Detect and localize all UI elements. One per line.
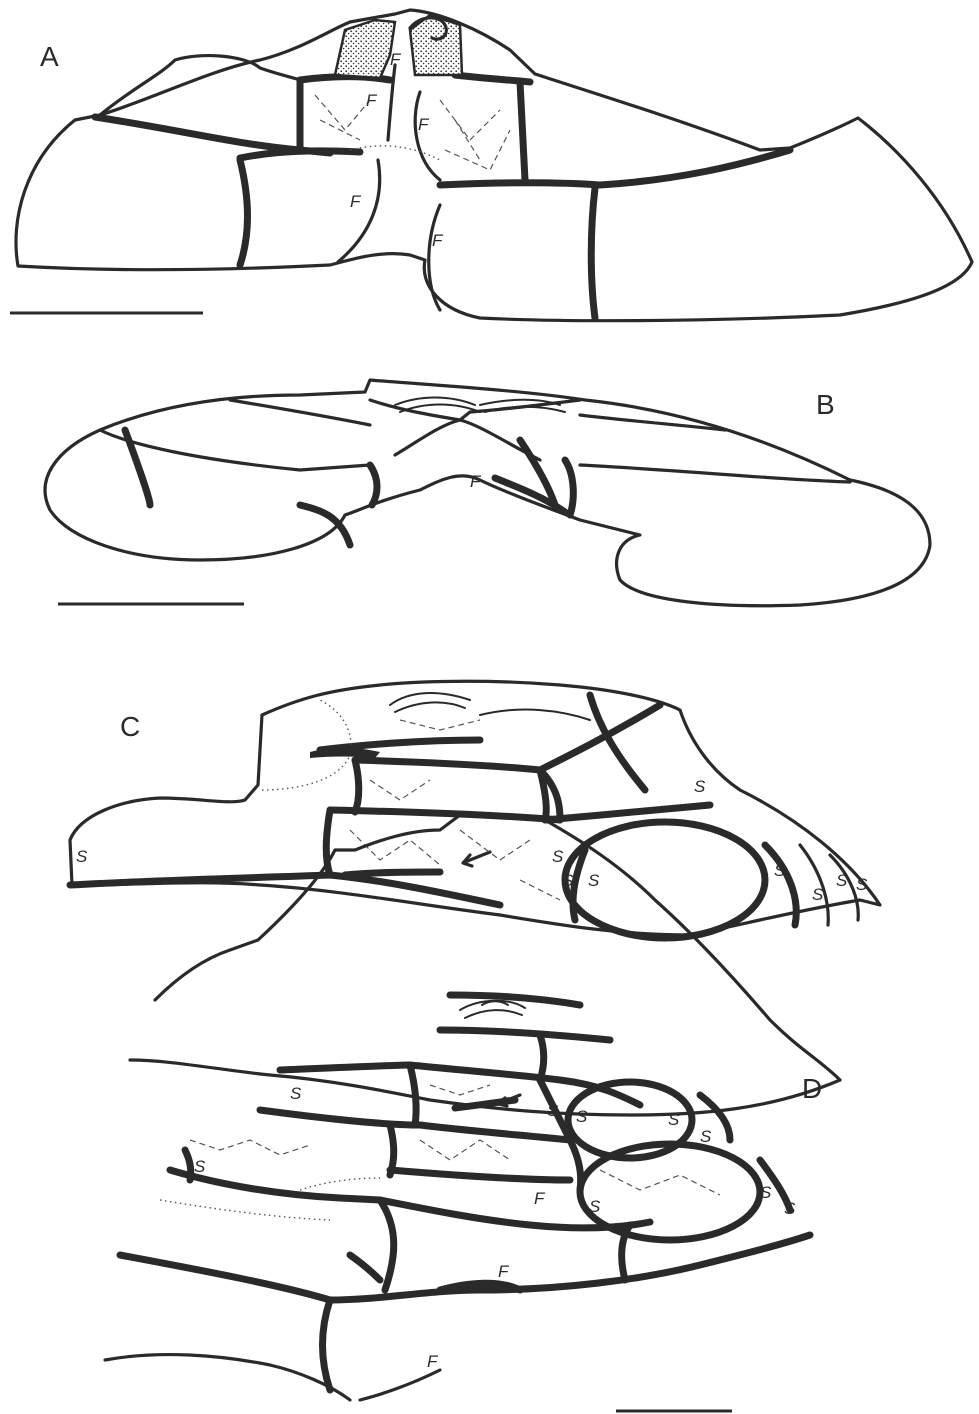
panel-label-c: C [120, 711, 140, 742]
panel-d-wall [390, 1125, 394, 1175]
s-label: S [76, 847, 88, 866]
panel-a-wall [455, 75, 530, 82]
f-label: F [427, 1352, 439, 1371]
panel-c-wall [545, 805, 710, 820]
s-label: S [812, 885, 824, 904]
panel-d-wall [540, 1035, 544, 1080]
panel-label-a: A [40, 41, 59, 72]
panel-a-wall [591, 188, 595, 318]
f-label: F [390, 50, 402, 69]
panel-c-wall [540, 770, 546, 820]
panel-d: D S S S S [105, 815, 840, 1411]
panel-d-wall [390, 1170, 570, 1180]
panel-a-foramen [429, 205, 440, 310]
panel-label-b: B [816, 389, 835, 420]
panel-d-wall [350, 1255, 380, 1280]
panel-c-arrow [463, 852, 490, 866]
s-label: S [694, 777, 706, 796]
s-label: S [760, 1183, 772, 1202]
panel-c-foramen [345, 872, 440, 875]
panel-a-interior [315, 95, 510, 170]
s-label: S [700, 1127, 712, 1146]
panel-a-wall [95, 117, 330, 153]
panel-b-cell [580, 465, 850, 482]
panel-d-wall [480, 1235, 810, 1290]
panel-d-chamber [580, 1144, 760, 1240]
panel-b-cell [230, 400, 370, 425]
s-label: S [774, 861, 786, 880]
s-label: S [552, 847, 564, 866]
s-label: S [588, 871, 600, 890]
panel-c-wall [70, 875, 500, 905]
panel-d-outline [105, 1355, 350, 1400]
panel-c-apex-whorl [390, 693, 590, 720]
panel-b-wall [565, 460, 573, 515]
f-label: F [418, 115, 430, 134]
panel-b: B F [45, 380, 930, 606]
panel-b-wall [125, 430, 150, 505]
panel-a-interior [350, 146, 440, 160]
panel-a-wall [240, 151, 360, 158]
panel-a-stippled-chamber [335, 20, 395, 78]
panel-d-wall [440, 1030, 610, 1040]
f-label: F [350, 192, 362, 211]
panel-b-outline [45, 380, 930, 606]
panel-a-wall [240, 160, 248, 265]
panel-b-wall [300, 505, 350, 545]
s-label: S [576, 1107, 588, 1126]
panel-a: A F F F F F [10, 10, 972, 321]
panel-a-wall [520, 82, 525, 180]
panel-d-wall [323, 1300, 331, 1390]
f-label: F [366, 91, 378, 110]
panel-c: C S S S S S S S S S [70, 681, 880, 938]
panel-a-foramen [338, 160, 380, 262]
panel-d-outline [360, 1370, 440, 1400]
panel-d-wall [120, 1255, 480, 1300]
s-label: S [547, 1101, 559, 1120]
s-label: S [784, 1199, 796, 1218]
panel-a-foramen [415, 92, 440, 180]
s-label: S [562, 871, 574, 890]
panel-a-wall [440, 150, 790, 185]
f-label: F [498, 1262, 510, 1281]
panel-c-wall [355, 760, 359, 812]
f-label: F [432, 231, 444, 250]
s-label: S [836, 871, 848, 890]
s-label: S [589, 1197, 601, 1216]
panel-b-wall [370, 465, 377, 505]
s-label: S [856, 875, 868, 894]
panel-a-foramen [388, 65, 395, 140]
panel-d-apex-whorl [460, 1001, 525, 1018]
panel-a-stippled-chamber [410, 15, 462, 75]
panel-d-wall [380, 1200, 394, 1290]
s-label: S [290, 1084, 302, 1103]
panel-d-outline [155, 815, 840, 1080]
f-label: F [470, 472, 482, 491]
f-label: F [534, 1189, 546, 1208]
s-label: S [194, 1157, 206, 1176]
panel-d-wall [280, 1065, 410, 1070]
panel-a-outline [16, 10, 972, 321]
s-label: S [668, 1110, 680, 1129]
